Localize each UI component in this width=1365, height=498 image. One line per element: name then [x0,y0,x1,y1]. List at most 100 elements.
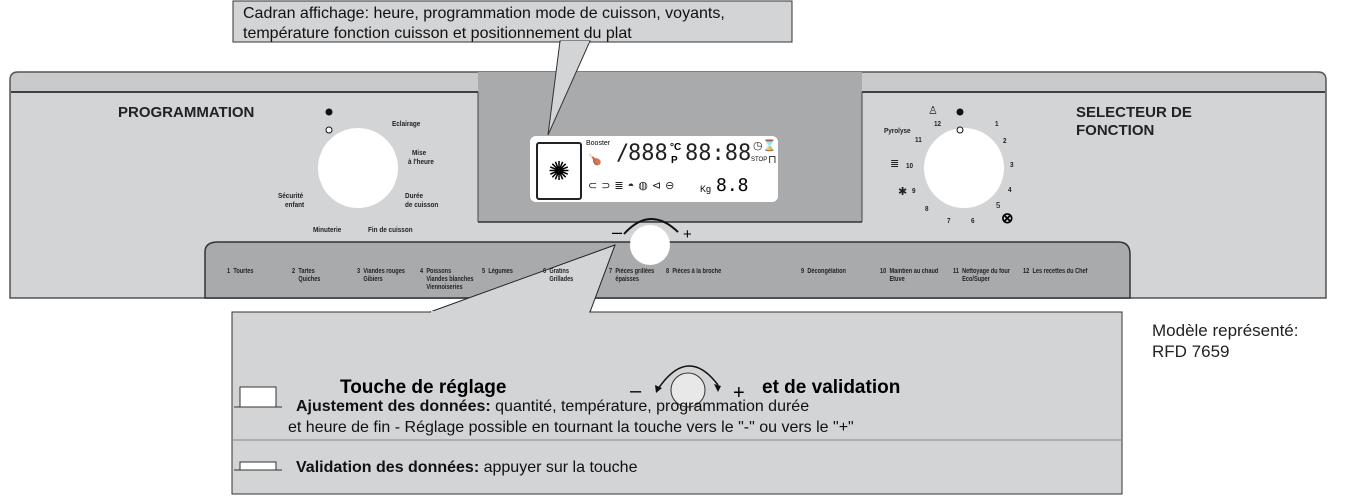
program-number: 12 [1023,268,1030,275]
lock-icon: ⊓ [768,154,777,166]
program-label: Gibiers [363,276,383,283]
pyrolyse-label: Pyrolyse [884,126,911,135]
pos-9: 9 [912,186,916,195]
callout-plus: + [733,382,745,404]
dial-label-heure: à l'heure [408,157,434,166]
program-label: Nettoyage du four [962,268,1011,275]
program-number: 6 [543,268,547,275]
program-label: Viandes rouges [363,268,405,275]
callout-heading-right: et de validation [762,377,901,398]
program-number: 3 [357,268,361,275]
food-icons: ⊂⊃≣◓◍⊲⊖ [588,180,679,192]
dial-label-enfant: enfant [285,200,305,209]
pos-7: 7 [947,216,951,225]
dial-label-securite: Sécurité [278,191,304,200]
program-label: Les recettes du Chef [1032,268,1088,275]
pos-3: 3 [1010,160,1014,169]
program-label: Légumes [488,268,513,275]
temperature-digits: 888 [628,141,668,166]
program-number: 7 [609,268,613,275]
selecteur-title: SELECTEUR DE FONCTION [1076,104,1192,140]
adjust-line2: et heure de fin - Réglage possible en to… [288,419,854,436]
callout-minus: – [630,380,642,402]
program-label: Viandes blanches [426,276,474,283]
program-label: Grillades [549,276,574,283]
validate-bold: Validation des données: [296,459,480,476]
program-label: Viennoiseries [426,284,463,291]
program-label: Tourtes [233,268,254,275]
knob-minus: – [612,222,623,242]
weight-digits: 8.8 [716,175,749,196]
top-callout: Cadran affichage: heure, programmation m… [243,4,725,44]
stop-label: STOP [751,157,768,163]
program-number: 11 [953,268,959,275]
program-label: Pièces grillées [615,268,655,275]
callout-heading-left: Touche de réglage [340,377,507,398]
dial-label-mise: Mise [412,148,427,157]
program-label: épaisses [615,276,639,283]
program-label: Quiches [298,276,321,283]
program-number: 5 [482,268,486,275]
booster-label: Booster [586,140,611,147]
program-number: 8 [666,268,670,275]
model-note: Modèle représenté: RFD 7659 [1152,320,1298,362]
validate-desc: appuyer sur la touche [479,459,638,476]
dial-label-duree: Durée [405,191,424,200]
model-note-line2: RFD 7659 [1152,342,1230,361]
pos-5: 5 [996,201,1001,210]
top-callout-line2: température fonction cuisson et position… [243,25,632,42]
kg-label: Kg [700,184,712,194]
oven-fan-icon: ✺ [536,142,582,200]
chef-hat-icon: ♙ [928,105,938,117]
dial-label-minuterie: Minuterie [313,225,342,234]
adjust-text: Ajustement des données: quantité, tempér… [296,397,809,417]
pos-10: 10 [906,161,914,170]
pos-12: 12 [934,119,942,128]
program-label: Maintien au chaud [889,268,939,275]
fan-ring-icon: ⊗ [1001,210,1014,227]
top-callout-line1: Cadran affichage: heure, programmation m… [243,5,725,22]
program-label: Eco/Super [962,276,990,283]
lcd-display: ✺ Booster 🍗 / 888 °C P 88:88 ◷⌛ STOP ⊓ ⊂… [530,136,778,202]
celsius-label: °C [670,142,682,153]
program-label: Etuve [889,276,905,283]
time-digits: 88:88 [685,141,752,166]
pos-8: 8 [925,204,929,213]
dial-label-eclairage: Eclairage [392,119,421,128]
pos-11: 11 [915,135,922,144]
program-number: 10 [880,268,887,275]
model-note-line1: Modèle représenté: [1152,321,1299,340]
adjust-bold: Ajustement des données: [296,398,491,415]
pos-1: 1 [995,119,999,128]
roast-icon: 🍗 [588,154,602,166]
defrost-icon: ✱ [898,186,908,198]
validate-text: Validation des données: appuyer sur la t… [296,458,637,478]
adjust-knob[interactable] [630,225,670,265]
p-label: P [671,155,678,166]
program-number: 1 [227,268,231,275]
pos-6: 6 [971,216,975,225]
warming-plates-icon: ≣ [890,158,900,170]
pos-4: 4 [1008,185,1012,194]
clock-hourglass-icon: ◷⌛ [753,140,777,152]
selecteur-title-line2: FONCTION [1076,122,1155,139]
dial-label-cuisson: de cuisson [405,200,439,209]
program-number: 4 [420,268,424,275]
adjust-desc: quantité, température, programmation dur… [490,398,810,415]
dial-label-fin: Fin de cuisson [368,225,413,234]
program-number: 2 [292,268,296,275]
program-label: Gratins [549,268,569,275]
program-number: 9 [801,268,805,275]
